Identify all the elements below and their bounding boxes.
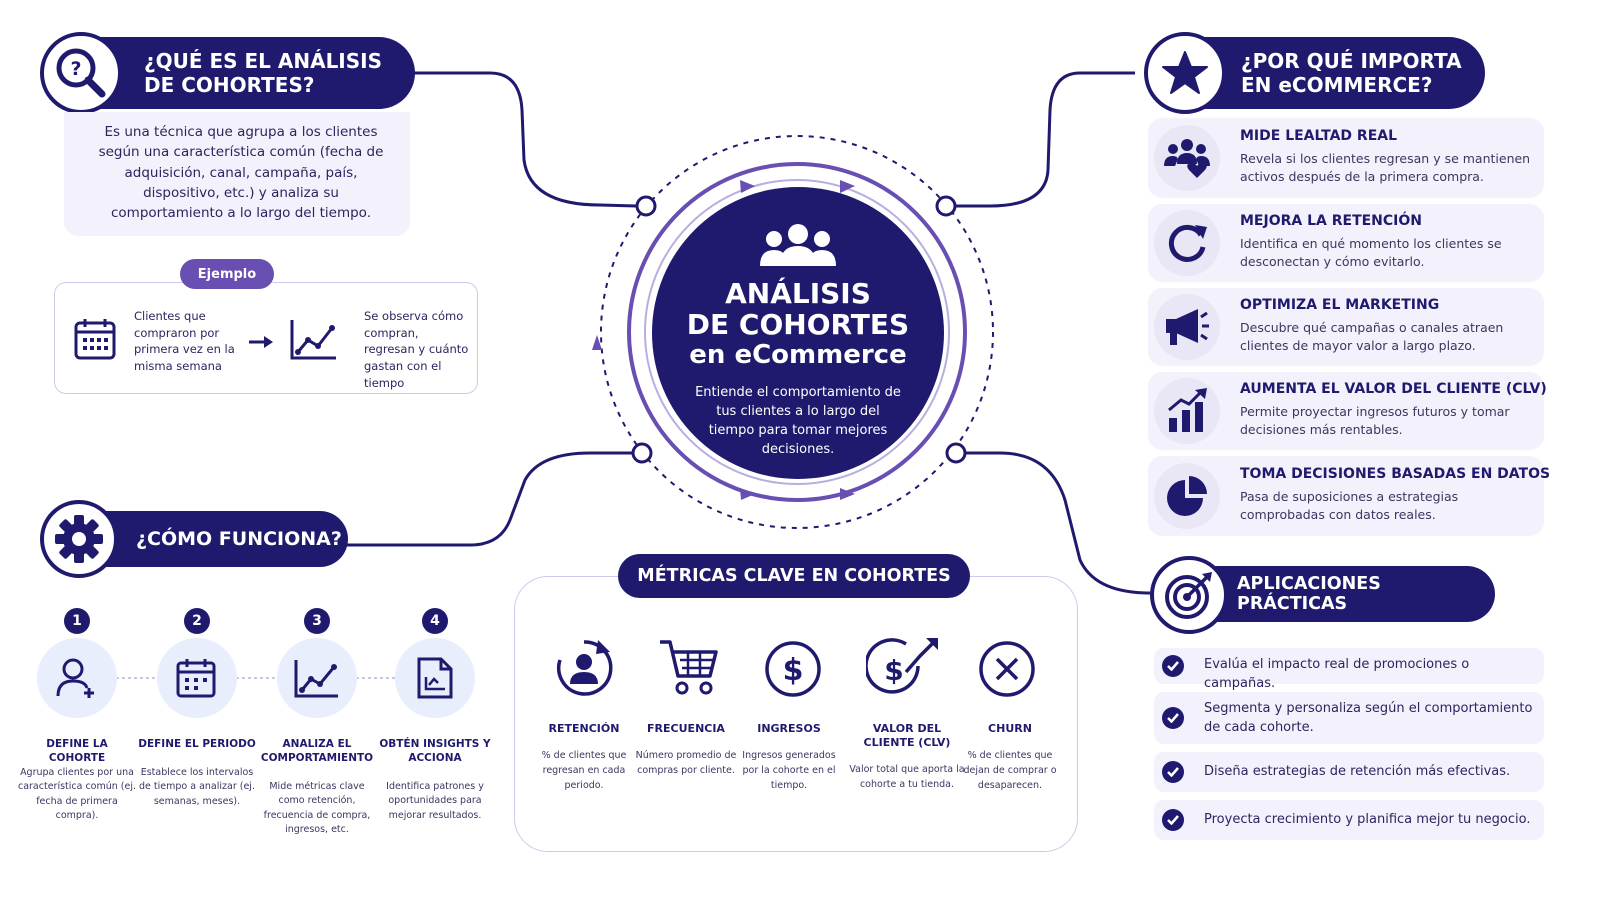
step-1-desc: Agrupa clientes por una característica c… bbox=[17, 767, 137, 821]
svg-text:?: ? bbox=[70, 58, 81, 80]
center-title: ANÁLISIS DE COHORTES en eCommerce bbox=[686, 277, 910, 370]
metric-clv-desc: Valor total que aporta la cohorte a tu t… bbox=[849, 764, 965, 791]
what-description: Es una técnica que agrupa a los clientes… bbox=[98, 124, 384, 221]
refresh-icon bbox=[1154, 210, 1220, 276]
why-item-2-title: MEJORA LA RETENCIÓN bbox=[1240, 213, 1422, 229]
what-description-card bbox=[64, 112, 410, 236]
why-item-5-desc: Pasa de suposiciones a estrategias compr… bbox=[1240, 489, 1459, 523]
app-row-2 bbox=[1154, 692, 1544, 744]
metrics-title: MÉTRICAS CLAVE EN COHORTES bbox=[618, 554, 970, 598]
apps-title-pill: APLICACIONES PRÁCTICAS bbox=[1185, 566, 1495, 622]
why-item-1-title: MIDE LEALTAD REAL bbox=[1240, 128, 1398, 144]
example-right-text: Se observa cómo compran, regresan y cuán… bbox=[364, 309, 469, 390]
step-4-title: OBTÉN INSIGHTS Y ACCIONA bbox=[379, 738, 491, 764]
why-item-4-desc: Permite proyectar ingresos futuros y tom… bbox=[1240, 404, 1510, 438]
dollar-growth-icon: $ bbox=[866, 638, 938, 694]
how-title-pill: ¿CÓMO FUNCIONA? bbox=[80, 511, 348, 567]
check-icon bbox=[1162, 707, 1184, 729]
pie-chart-icon bbox=[1154, 463, 1220, 529]
calendar-icon bbox=[176, 659, 216, 698]
steps-connector bbox=[110, 677, 430, 679]
metric-retention-desc: % de clientes que regresan en cada perio… bbox=[541, 750, 627, 792]
app-item-4: Proyecta crecimiento y planifica mejor t… bbox=[1204, 812, 1531, 827]
step-2-desc: Establece los intervalos de tiempo a ana… bbox=[139, 767, 255, 807]
metric-revenue-title: INGRESOS bbox=[757, 722, 821, 735]
step-3-number: 3 bbox=[304, 608, 330, 634]
why-item-3-desc: Descubre qué campañas o canales atraen c… bbox=[1240, 320, 1504, 354]
why-item-2-desc: Identifica en qué momento los clientes s… bbox=[1240, 236, 1502, 270]
metrics-panel bbox=[514, 576, 1078, 852]
document-chart-icon bbox=[417, 657, 453, 699]
step-4-number: 4 bbox=[422, 608, 448, 634]
step-3-title: ANALIZA EL COMPORTAMIENTO bbox=[260, 738, 374, 764]
dollar-coin-icon: $ bbox=[765, 641, 821, 697]
line-chart-icon bbox=[294, 660, 338, 698]
people-group-icon bbox=[760, 224, 836, 266]
step-1-number: 1 bbox=[64, 608, 90, 634]
metric-frequency-title: FRECUENCIA bbox=[647, 722, 725, 735]
center-subtitle: Entiende el comportamiento de tus client… bbox=[695, 385, 901, 457]
metric-churn-title: CHURN bbox=[988, 722, 1032, 735]
step-4-desc: Identifica patrones y oportunidades para… bbox=[386, 781, 484, 821]
metric-retention-title: RETENCIÓN bbox=[548, 722, 620, 735]
why-item-5-title: TOMA DECISIONES BASADAS EN DATOS bbox=[1240, 466, 1551, 482]
check-icon bbox=[1162, 809, 1184, 831]
app-item-2: Segmenta y personaliza según el comporta… bbox=[1204, 701, 1533, 735]
step-2-title: DEFINE EL PERIODO bbox=[138, 738, 256, 750]
add-user-icon bbox=[56, 658, 94, 698]
app-row-3 bbox=[1154, 752, 1544, 792]
app-row-1 bbox=[1154, 648, 1544, 684]
step-2-number: 2 bbox=[184, 608, 210, 634]
app-row-4 bbox=[1154, 800, 1544, 840]
loyalty-icon bbox=[1154, 125, 1220, 191]
step-2-circle bbox=[157, 638, 237, 718]
churn-x-icon bbox=[979, 641, 1035, 697]
svg-text:$: $ bbox=[783, 653, 804, 688]
example-left-text: Clientes que compraron por primera vez e… bbox=[134, 309, 235, 374]
step-3-desc: Mide métricas clave como retención, frec… bbox=[263, 781, 371, 835]
step-4-circle bbox=[395, 638, 475, 718]
arrow-right-icon bbox=[249, 336, 273, 348]
check-icon bbox=[1162, 761, 1184, 783]
why-item-3-title: OPTIMIZA EL MARKETING bbox=[1240, 297, 1440, 313]
star-icon bbox=[1144, 32, 1226, 114]
metric-frequency-desc: Número promedio de compras por cliente. bbox=[635, 750, 737, 777]
svg-text:$: $ bbox=[884, 654, 903, 687]
step-3-circle bbox=[277, 638, 357, 718]
app-item-3: Diseña estrategias de retención más efec… bbox=[1204, 764, 1511, 779]
metric-revenue-desc: Ingresos generados por la cohorte en el … bbox=[742, 750, 836, 792]
line-chart-icon bbox=[290, 320, 336, 360]
megaphone-icon bbox=[1154, 294, 1220, 360]
target-icon bbox=[1150, 556, 1228, 634]
search-question-icon: ? bbox=[40, 32, 122, 114]
step-1-title: DEFINE LA COHORTE bbox=[46, 738, 108, 764]
gear-icon bbox=[40, 500, 118, 578]
example-label: Ejemplo bbox=[180, 259, 274, 289]
app-item-1: Evalúa el impacto real de promociones o … bbox=[1204, 657, 1470, 691]
metric-churn-desc: % de clientes que dejan de comprar o des… bbox=[963, 750, 1057, 792]
growth-bars-icon bbox=[1154, 378, 1220, 444]
metric-clv-title: VALOR DEL CLIENTE (CLV) bbox=[863, 722, 951, 750]
calendar-icon bbox=[74, 319, 116, 360]
step-1-circle bbox=[37, 638, 117, 718]
check-icon bbox=[1162, 655, 1184, 677]
why-item-1-desc: Revela si los clientes regresan y se man… bbox=[1240, 151, 1531, 185]
shopping-cart-icon bbox=[660, 640, 718, 695]
retention-user-icon bbox=[556, 640, 613, 696]
why-item-4-title: AUMENTA EL VALOR DEL CLIENTE (CLV) bbox=[1240, 381, 1547, 397]
